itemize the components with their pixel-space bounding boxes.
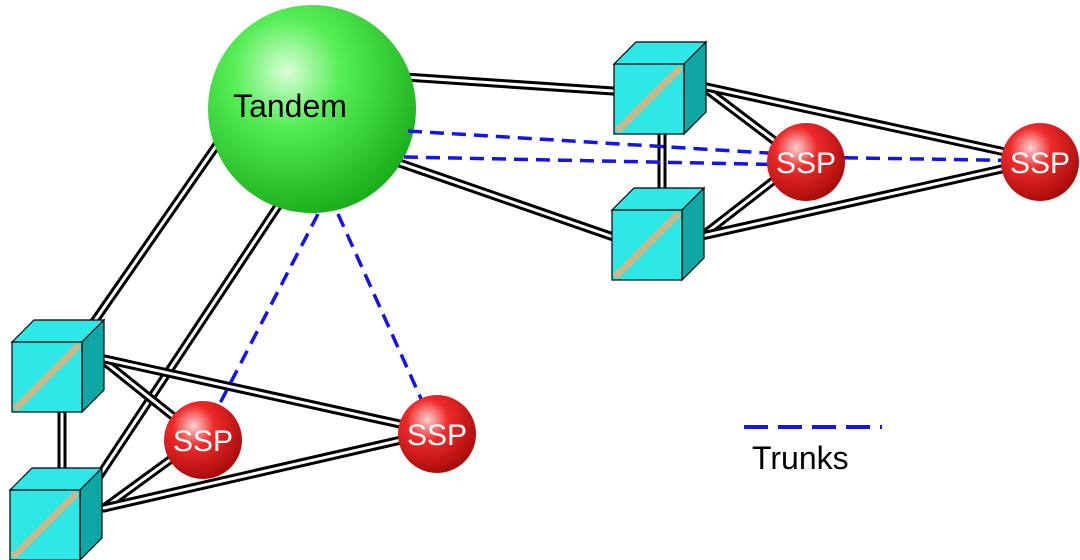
legend: Trunks bbox=[744, 425, 882, 476]
switch-node-tr2 bbox=[610, 186, 706, 282]
link-switch-bl1-to-ssp-bl2 bbox=[95, 353, 441, 437]
trunk-tandem-to-ssp-tr1-upper bbox=[407, 129, 801, 157]
green-sphere-icon bbox=[208, 5, 416, 213]
red-sphere-icon bbox=[398, 395, 476, 473]
trunk-tandem-to-ssp-bl1 bbox=[200, 213, 320, 439]
ssp-node-bl2: SSP bbox=[398, 395, 476, 473]
ssp-label: SSP bbox=[776, 147, 836, 180]
link-switch-bl2-to-ssp-bl2 bbox=[99, 427, 441, 513]
cube-stripe bbox=[12, 342, 82, 412]
red-sphere-icon bbox=[767, 123, 845, 201]
red-sphere-icon bbox=[1001, 123, 1079, 201]
ssp-node-tr2: SSP bbox=[1001, 123, 1079, 201]
tandem-label: Tandem bbox=[233, 88, 347, 124]
ssp-label: SSP bbox=[1010, 147, 1070, 180]
link-switch-tr2-to-ssp-tr2 bbox=[697, 155, 1047, 241]
switch-node-bl2 bbox=[8, 466, 104, 560]
trunk-tandem-to-ssp-bl2 bbox=[336, 213, 438, 433]
ssp-label: SSP bbox=[407, 419, 467, 452]
ssp-label: SSP bbox=[173, 425, 233, 458]
link-tandem-to-switch-tr2 bbox=[357, 145, 627, 245]
tandem-node: Tandem bbox=[208, 5, 416, 213]
cube-stripe bbox=[612, 210, 682, 280]
ssp-node-bl1: SSP bbox=[164, 401, 242, 479]
link-tandem-to-switch-bl1 bbox=[75, 121, 235, 347]
red-sphere-icon bbox=[164, 401, 242, 479]
cube-stripe bbox=[614, 64, 684, 134]
link-tandem-to-switch-bl2 bbox=[85, 189, 291, 495]
link-lines bbox=[57, 69, 1047, 513]
switch-nodes bbox=[8, 40, 708, 560]
switch-node-bl1 bbox=[10, 318, 106, 414]
cube-stripe bbox=[10, 490, 80, 560]
switch-node-tr1 bbox=[612, 40, 708, 136]
trunk-tandem-to-ssp-tr1-lower bbox=[403, 155, 801, 167]
ssp-node-tr1: SSP bbox=[767, 123, 845, 201]
link-switch-tr1-to-ssp-tr2 bbox=[697, 81, 1047, 165]
ssp-nodes: SSP SSP SSP SSP bbox=[164, 123, 1079, 479]
legend-trunks-label: Trunks bbox=[752, 440, 849, 476]
